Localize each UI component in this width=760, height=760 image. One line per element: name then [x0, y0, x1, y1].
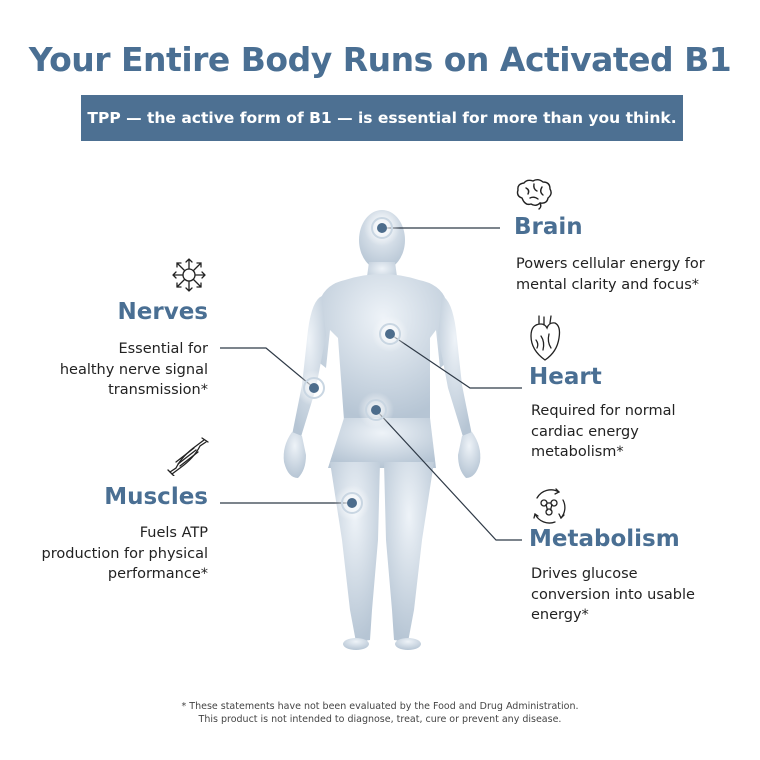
- marker-heart: [372, 316, 408, 352]
- nerves-description-line: healthy nerve signal: [59, 361, 208, 378]
- nerves-label: Nerves: [117, 299, 208, 325]
- marker-brain: [364, 210, 400, 246]
- muscles-description-line: Fuels ATP: [139, 525, 208, 541]
- muscles-description-line: performance*: [107, 566, 208, 582]
- connector-lines: [220, 227, 522, 541]
- silhouette-hips: [328, 418, 436, 468]
- subtitle-text: TPP — the active form of B1 — is essenti…: [87, 109, 677, 127]
- metabolism-description-line: Drives glucose: [531, 566, 638, 582]
- muscles-description-line: production for physical: [41, 545, 208, 562]
- brain-description: Powers cellular energy for mental clarit…: [516, 254, 705, 295]
- metabolism-label: Metabolism: [529, 526, 680, 552]
- muscles-description: Fuels ATP production for physical perfor…: [42, 523, 208, 585]
- metabolism-cycle-icon: [533, 488, 566, 524]
- silhouette-right-arm: [438, 296, 472, 440]
- brain-description-line: Powers cellular energy for: [516, 256, 705, 272]
- heart-description-line: cardiac energy: [531, 423, 639, 440]
- silhouette-left-arm: [292, 296, 326, 440]
- metabolism-description-line: energy*: [531, 607, 589, 623]
- fda-disclaimer: * These statements have not been evaluat…: [0, 700, 760, 726]
- nerves-description-line: transmission*: [108, 382, 208, 398]
- silhouette-right-foot: [395, 638, 421, 650]
- nerve-cell-icon: [172, 258, 206, 292]
- muscle-icon: [167, 437, 209, 476]
- nerves-description-line: Essential for: [118, 341, 208, 357]
- disclaimer-line: This product is not intended to diagnose…: [198, 714, 562, 725]
- nerves-connector: [220, 347, 315, 389]
- metabolism-connector: [375, 409, 522, 541]
- heart-icon: [530, 315, 561, 361]
- human-silhouette: [283, 210, 481, 650]
- heart-description-line: Required for normal: [531, 403, 676, 419]
- heart-description: Required for normal cardiac energy metab…: [531, 401, 676, 463]
- silhouette-left-hand: [283, 432, 306, 478]
- heart-description-line: metabolism*: [531, 444, 624, 460]
- nerves-description: Essential for healthy nerve signal trans…: [60, 339, 208, 401]
- subtitle-banner: TPP — the active form of B1 — is essenti…: [81, 95, 683, 141]
- silhouette-right-hand: [458, 432, 481, 478]
- brain-label: Brain: [514, 214, 583, 240]
- brain-icon: [516, 179, 552, 210]
- marker-muscles: [334, 485, 370, 521]
- muscles-label: Muscles: [104, 484, 208, 510]
- silhouette-right-leg: [384, 462, 434, 642]
- brain-description-line: mental clarity and focus*: [516, 276, 700, 293]
- heart-label: Heart: [529, 364, 602, 390]
- heart-connector: [389, 333, 522, 389]
- marker-nerves: [296, 370, 332, 406]
- marker-metabolism: [358, 392, 394, 428]
- silhouette-left-foot: [343, 638, 369, 650]
- metabolism-description: Drives glucose conversion into usable en…: [531, 564, 695, 626]
- disclaimer-line: * These statements have not been evaluat…: [181, 701, 579, 712]
- page-title: Your Entire Body Runs on Activated B1: [28, 40, 732, 79]
- metabolism-description-line: conversion into usable: [531, 586, 695, 603]
